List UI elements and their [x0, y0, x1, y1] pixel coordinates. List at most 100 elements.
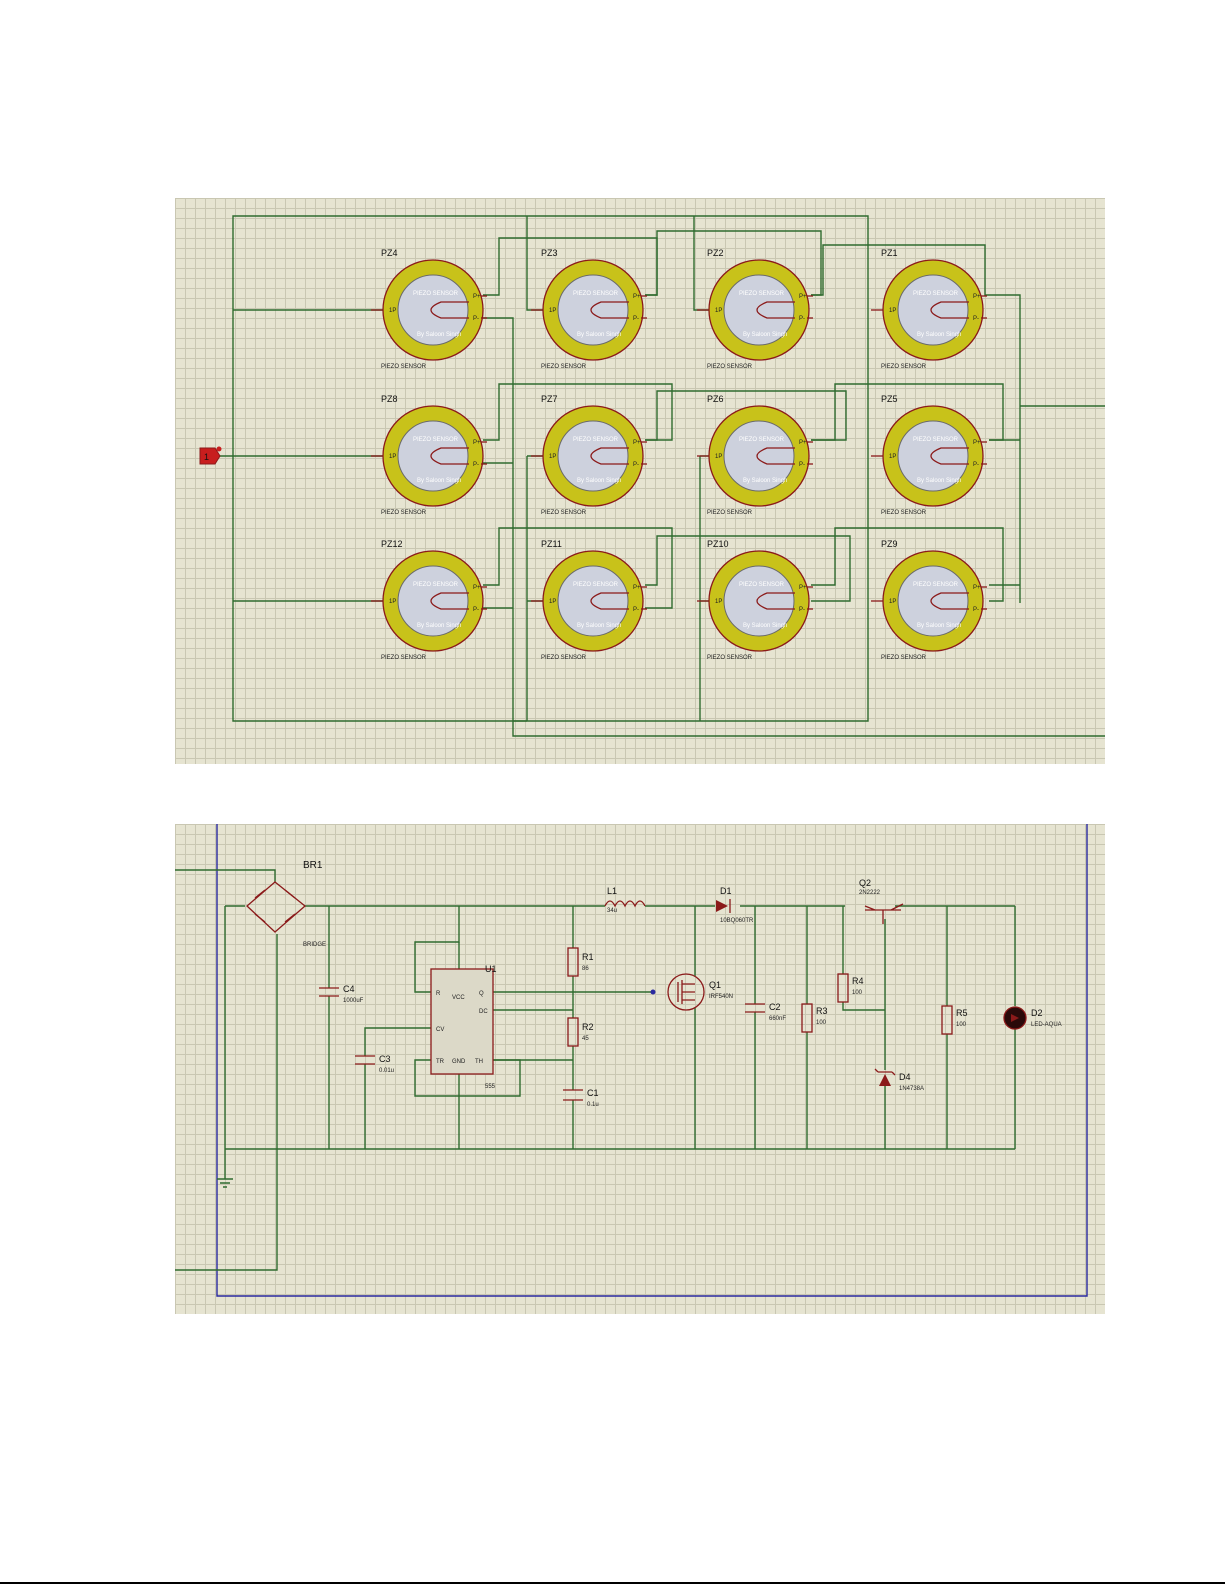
sensor-ring-top-text: PIEZO SENSOR [413, 582, 459, 588]
resistor-r5: R5 100 [941, 1005, 968, 1035]
sensor-ref: PZ12 [381, 539, 403, 549]
sensor-pin-bottom: P- [973, 316, 979, 322]
c2-ref: C2 [769, 1002, 781, 1012]
d1-value: 10BQ060TR [720, 918, 754, 924]
sensor-pin-left: 1P [549, 454, 556, 460]
sensor-sub: PIEZO SENSOR [881, 655, 927, 661]
u1-pin-vcc: VCC [452, 995, 465, 1001]
capacitor-c1: C1 0.1u [563, 1088, 599, 1108]
sensor-sub: PIEZO SENSOR [541, 655, 587, 661]
sensor-sub: PIEZO SENSOR [381, 364, 427, 370]
sensor-pin-bottom: P- [633, 607, 639, 613]
zener-diode-d4: D4 1N4738A [874, 1068, 924, 1092]
sensor-pin-top: P+ [633, 585, 641, 591]
ground-symbol [217, 1178, 233, 1188]
sensor-pin-bottom: P- [973, 462, 979, 468]
sensor-pin-top: P+ [799, 585, 807, 591]
capacitor-c4: C4 1000uF [319, 984, 364, 1004]
u1-value: 555 [485, 1084, 496, 1090]
sensor-ring-top-text: PIEZO SENSOR [739, 291, 785, 297]
sensor-ring-bottom-text: By Saloon Singh [417, 478, 461, 484]
diode-d1: D1 10BQ060TR [716, 886, 754, 924]
sensor-ring-bottom-text: By Saloon Singh [917, 478, 961, 484]
sensor-pin-bottom: P- [799, 462, 805, 468]
sensor-pin-left: 1P [715, 308, 722, 314]
resistor-r2: R2 45 [567, 1017, 594, 1047]
q2-value: 2N2222 [859, 890, 881, 896]
l1-value: 34u [607, 908, 617, 914]
sensor-ring-top-text: PIEZO SENSOR [739, 437, 785, 443]
sensor-pin-top: P+ [473, 294, 481, 300]
sensor-ring-bottom-text: By Saloon Singh [917, 623, 961, 629]
c3-ref: C3 [379, 1054, 391, 1064]
c2-value: 660nF [769, 1016, 786, 1022]
terminal-label: 1 [204, 452, 209, 462]
sheet-border [216, 824, 1088, 1297]
resistor-r3: R3 100 [801, 1003, 828, 1033]
sensor-pin-left: 1P [549, 308, 556, 314]
d4-value: 1N4738A [899, 1086, 924, 1092]
sensor-ring-bottom-text: By Saloon Singh [917, 332, 961, 338]
sensor-ref: PZ9 [881, 539, 898, 549]
sensor-pin-left: 1P [389, 308, 396, 314]
sensor-ref: PZ5 [881, 394, 898, 404]
sensor-ref: PZ1 [881, 248, 898, 258]
sensor-ref: PZ2 [707, 248, 724, 258]
sensor-ring-top-text: PIEZO SENSOR [413, 291, 459, 297]
sensor-pin-bottom: P- [473, 316, 479, 322]
sensor-pin-bottom: P- [473, 607, 479, 613]
br1-value: BRIDGE [303, 942, 326, 948]
u1-pin-r: R [436, 991, 441, 997]
sensor-ref: PZ7 [541, 394, 558, 404]
sensor-ring-top-text: PIEZO SENSOR [573, 291, 619, 297]
sensor-pin-bottom: P- [633, 316, 639, 322]
sensor-pin-left: 1P [549, 599, 556, 605]
sensor-ring-bottom-text: By Saloon Singh [743, 332, 787, 338]
u1-ref: U1 [485, 964, 497, 974]
power-conversion-schematic: BR1 BRIDGE C4 1000uF C3 0.01u U1 555 R V… [175, 824, 1105, 1314]
sensor-ref: PZ10 [707, 539, 729, 549]
sensor-ring-top-text: PIEZO SENSOR [739, 582, 785, 588]
sensor-pin-top: P+ [973, 585, 981, 591]
input-terminal: 1 [199, 446, 222, 465]
sensor-pin-bottom: P- [633, 462, 639, 468]
r1-value: 86 [582, 966, 589, 972]
q2-ref: Q2 [859, 878, 871, 888]
sensor-pin-bottom: P- [799, 607, 805, 613]
u1-pin-dc: DC [479, 1009, 488, 1015]
power-conversion-canvas: BR1 BRIDGE C4 1000uF C3 0.01u U1 555 R V… [175, 824, 1088, 1297]
sensor-pin-top: P+ [799, 440, 807, 446]
sensor-sub: PIEZO SENSOR [541, 510, 587, 516]
sensor-pin-left: 1P [389, 599, 396, 605]
resistor-r4: R4 100 [837, 973, 864, 1003]
r1-ref: R1 [582, 952, 594, 962]
r3-value: 100 [816, 1020, 827, 1026]
sensor-pin-bottom: P- [473, 462, 479, 468]
d2-value: LED-AQUA [1031, 1022, 1062, 1028]
u1-pin-q: Q [479, 991, 484, 997]
sensor-pin-top: P+ [473, 585, 481, 591]
sensor-ring-top-text: PIEZO SENSOR [913, 437, 959, 443]
l1-ref: L1 [607, 886, 617, 896]
d1-ref: D1 [720, 886, 732, 896]
sensor-ref: PZ6 [707, 394, 724, 404]
u1-pin-tr: TR [436, 1059, 445, 1065]
r4-value: 100 [852, 990, 863, 996]
sensor-ring-top-text: PIEZO SENSOR [913, 291, 959, 297]
sensor-pin-bottom: P- [799, 316, 805, 322]
sensor-ring-bottom-text: By Saloon Singh [417, 623, 461, 629]
c1-value: 0.1u [587, 1102, 599, 1108]
sensor-pin-top: P+ [473, 440, 481, 446]
sensor-pin-left: 1P [389, 454, 396, 460]
